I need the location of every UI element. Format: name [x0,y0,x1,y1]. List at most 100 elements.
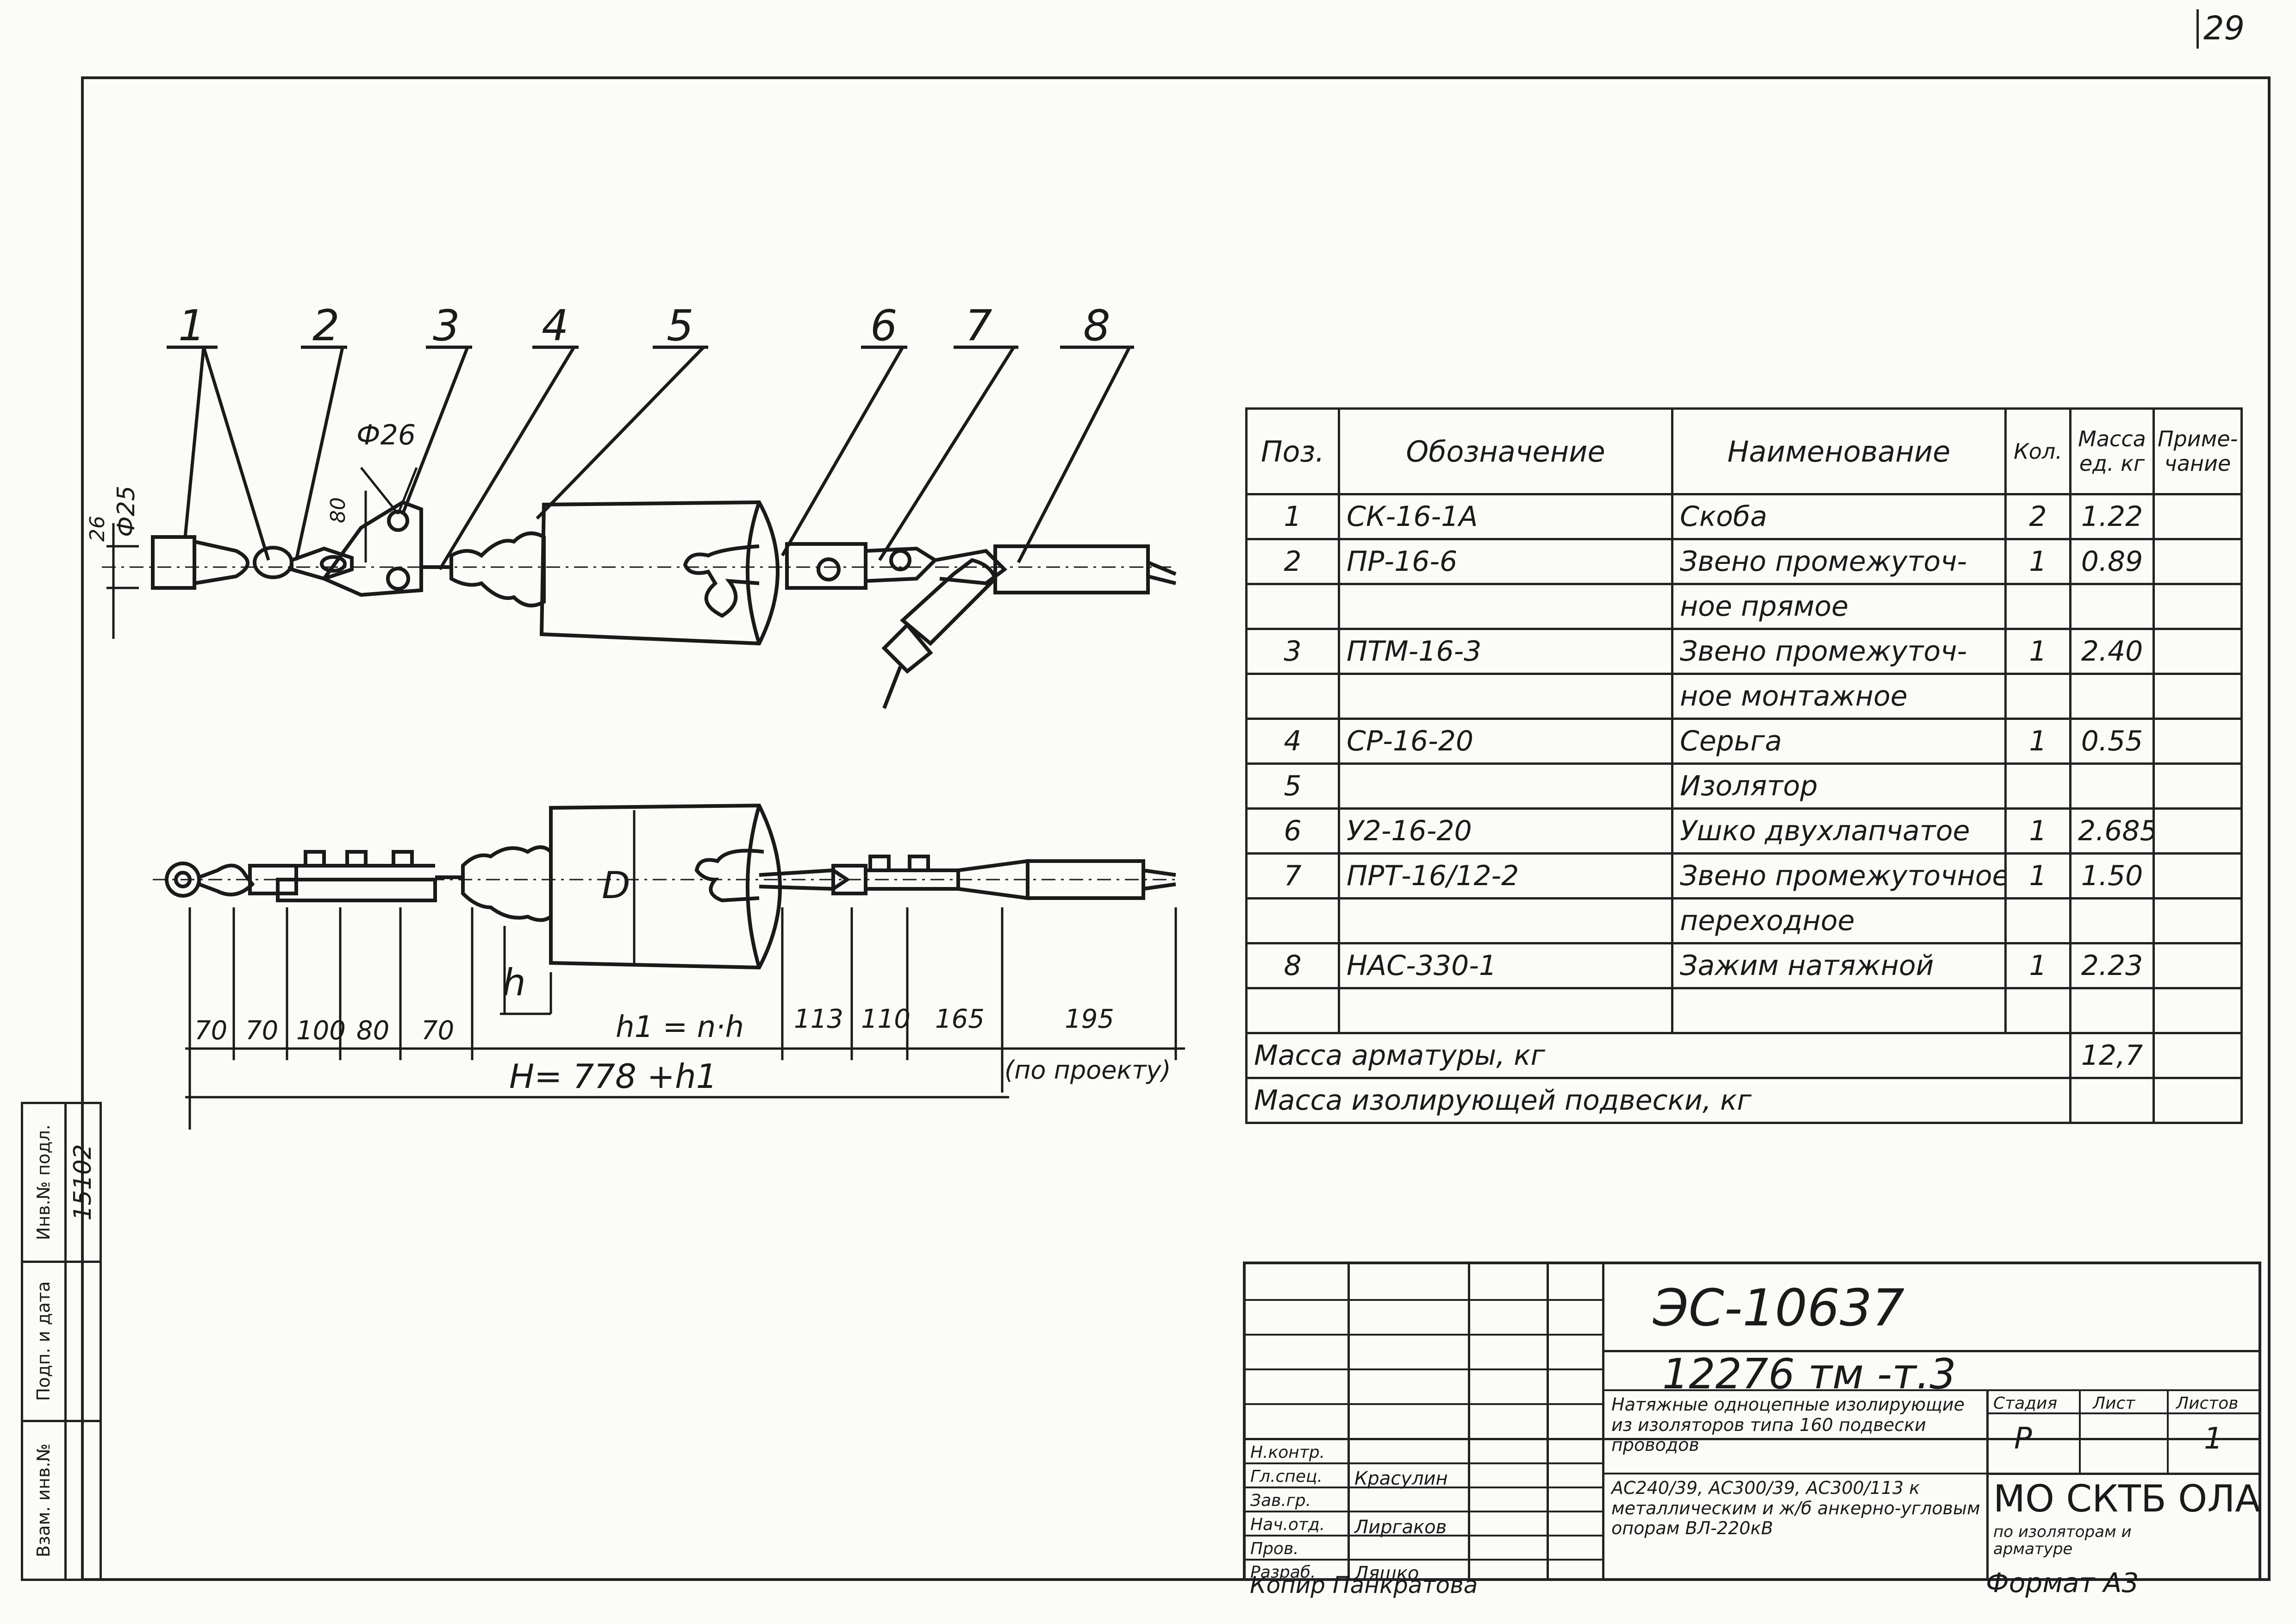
table-row: 5 Изолятор [1245,762,2243,810]
drawing-frame [81,76,2271,1581]
cell-pos: 1 [1245,493,1340,540]
role-label-3: Зав.гр. [1250,1491,1311,1510]
cell-name [1671,987,2007,1034]
role-label-5: Пров. [1250,1539,1299,1558]
table-row: ное прямое [1245,583,2243,630]
cell-mass: 2.40 [2069,628,2155,675]
cell-designation: СР-16-20 [1338,718,1673,765]
mass-insulating-row: Масса изолирующей подвески, кг [1245,1077,2243,1124]
margin-cell-signature-label: Подп. и дата [21,1261,67,1422]
page-number-divider [2196,9,2199,49]
copy-note: Копир Панкратова [1250,1572,1478,1599]
cell-designation [1338,673,1673,720]
margin-cell-inventory-label: Инв.№ подл. [21,1101,67,1263]
cell-note [2152,987,2243,1034]
cell-note [2152,493,2243,540]
cell-mass: 2.685 [2069,807,2155,855]
header-qty: Кол. [2004,407,2071,495]
cell-name: Изолятор [1671,762,2007,810]
cell-designation: ПР-16-6 [1338,538,1673,585]
cell-mass [2069,762,2155,810]
description-bottom: АС240/39, АС300/39, АС300/113 к металлич… [1611,1478,1980,1539]
cell-note [2152,942,2243,989]
cell-qty: 2 [2004,493,2071,540]
stage-label: Стадия [1993,1394,2058,1413]
cell-pos [1245,673,1340,720]
mass-fittings-note [2152,1032,2243,1079]
role-label-2: Гл.спец. [1250,1467,1323,1486]
margin-cell-signature-value [64,1261,102,1422]
mass-fittings-label: Масса арматуры, кг [1245,1032,2071,1079]
parts-table-header: Поз. Обозначение Наименование Кол. Масса… [1245,407,2243,495]
parts-table: Поз. Обозначение Наименование Кол. Масса… [1245,407,2243,1124]
cell-mass [2069,987,2155,1034]
cell-name: Ушко двухлапчатое [1671,807,2007,855]
cell-designation: ПРТ-16/12-2 [1338,852,1673,899]
cell-qty [2004,583,2071,630]
cell-name: ное прямое [1671,583,2007,630]
table-row: переходное [1245,897,2243,944]
mass-insulating-value [2069,1077,2155,1124]
margin-stamp: Инв.№ подл. 15102 Подп. и дата Взам. инв… [21,1101,102,1581]
description-top: Натяжные одноцепные изолирующие из изоля… [1611,1394,1965,1455]
cell-mass: 0.55 [2069,718,2155,765]
cell-qty [2004,987,2071,1034]
cell-pos: 6 [1245,807,1340,855]
cell-name: Серьга [1671,718,2007,765]
cell-designation [1338,762,1673,810]
cell-mass: 1.50 [2069,852,2155,899]
cell-pos: 5 [1245,762,1340,810]
cell-qty: 1 [2004,628,2071,675]
cell-pos: 4 [1245,718,1340,765]
cell-name: переходное [1671,897,2007,944]
sheets-value: 1 [2204,1422,2223,1456]
cell-name: Звено промежуточ- [1671,538,2007,585]
cell-designation: СК-16-1А [1338,493,1673,540]
signer-2: Лиргаков [1354,1517,1447,1538]
cell-pos [1245,897,1340,944]
cell-note [2152,807,2243,855]
cell-pos: 2 [1245,538,1340,585]
cell-designation [1338,897,1673,944]
cell-mass [2069,583,2155,630]
cell-pos [1245,987,1340,1034]
signer-1: Красулин [1354,1468,1448,1489]
header-note: Приме-чание [2152,407,2243,495]
cell-designation [1338,987,1673,1034]
cell-note [2152,852,2243,899]
cell-name: Зажим натяжной [1671,942,2007,989]
mass-fittings-row: Масса арматуры, кг 12,7 [1245,1032,2243,1079]
cell-pos: 7 [1245,852,1340,899]
cell-qty: 1 [2004,807,2071,855]
cell-note [2152,718,2243,765]
cell-pos [1245,583,1340,630]
cell-qty: 1 [2004,718,2071,765]
cell-pos: 8 [1245,942,1340,989]
cell-note [2152,673,2243,720]
cell-note [2152,583,2243,630]
cell-qty: 1 [2004,852,2071,899]
cell-mass: 2.23 [2069,942,2155,989]
margin-cell-inventory-value: 15102 [64,1101,102,1263]
header-designation: Обозначение [1338,407,1673,495]
margin-cell-replaced-label: Взам. инв.№ [21,1419,67,1581]
header-mass: Масса ед. кг [2069,407,2155,495]
table-row: ное монтажное [1245,673,2243,720]
sheet-label: Лист [2093,1394,2135,1413]
organization-subtitle: по изоляторам и арматуре [1993,1523,2132,1559]
cell-qty: 1 [2004,538,2071,585]
format-note: Формат А3 [1986,1567,2139,1599]
cell-qty [2004,897,2071,944]
cell-qty [2004,762,2071,810]
page-number: 29 [2203,9,2245,47]
cell-designation: ПТМ-16-3 [1338,628,1673,675]
mass-insulating-note [2152,1077,2243,1124]
cell-note [2152,628,2243,675]
cell-qty: 1 [2004,942,2071,989]
